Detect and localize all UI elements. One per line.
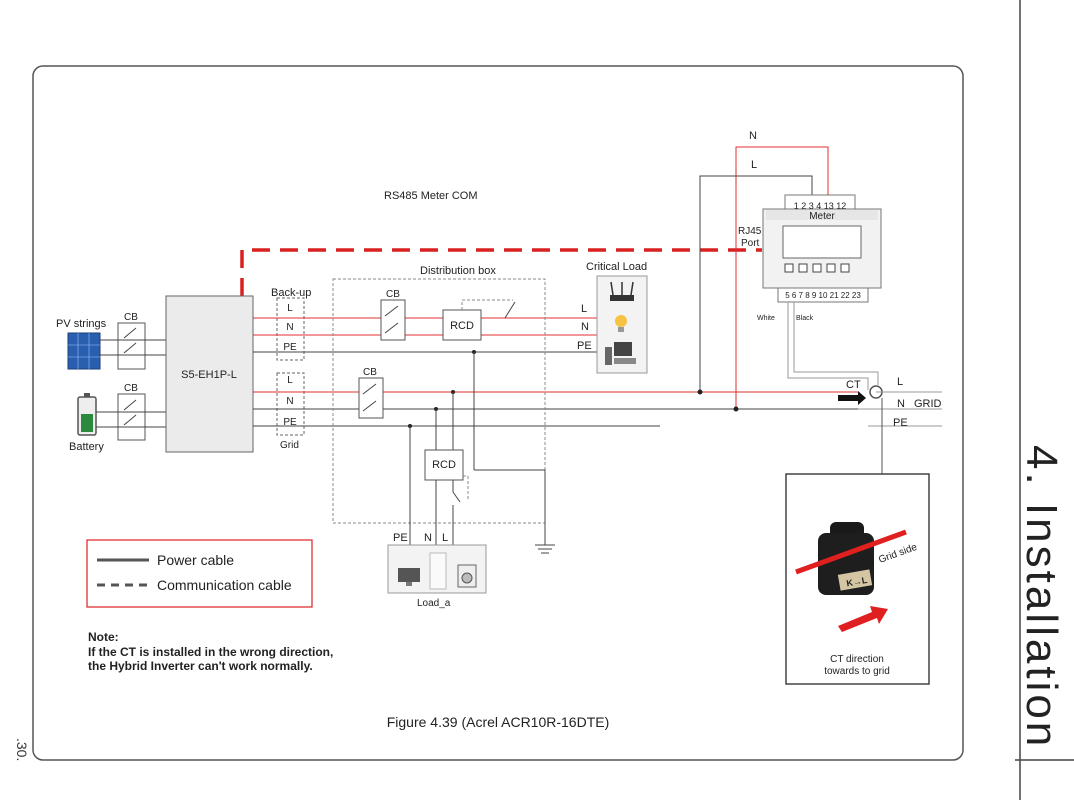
battery-icon (77, 393, 97, 436)
grid-cb-label: CB (363, 367, 377, 378)
load-a-n-label: N (424, 532, 432, 544)
ct-marker-label: K→L (846, 575, 869, 589)
load-a-pe-label: PE (393, 532, 408, 544)
meter-l-wire (699, 175, 813, 392)
grid-port-l-label: L (287, 375, 293, 386)
load-a-l-label: L (442, 532, 448, 544)
pv-cb-label: CB (124, 312, 138, 323)
direction-arrow-icon (838, 606, 888, 632)
fridge-icon (429, 552, 447, 590)
grid-n-label: N (897, 398, 905, 410)
ct-white-wire (787, 302, 869, 390)
meter-top-terminals: 1 2 3 4 13 12 (794, 201, 847, 211)
section-title: 4. Installation (1000, 445, 1074, 765)
backup-pe-label: PE (283, 342, 297, 353)
router-icon (610, 281, 634, 301)
page-number-text: .30. (14, 738, 30, 762)
note-title: Note: (88, 630, 119, 644)
ct-black-wire (793, 302, 879, 385)
meter-bottom-terminal-block (777, 287, 869, 303)
figure-caption: Figure 4.39 (Acrel ACR10R-16DTE) (387, 714, 610, 730)
backup-label: Back-up (271, 287, 311, 299)
diagram-frame (32, 65, 964, 761)
grid-label: GRID (914, 398, 942, 410)
backup-l-label: L (287, 303, 293, 314)
ct-direction-label: CT direction (830, 654, 884, 665)
pv-cb-box (117, 322, 146, 370)
legend-power-label: Power cable (157, 552, 234, 568)
page-number: .30. (8, 738, 38, 778)
section-title-text: 4. Installation (1017, 445, 1066, 750)
grid-pe-label: PE (893, 417, 908, 429)
grid-l-label: L (897, 376, 903, 388)
light-bulb-icon (615, 315, 627, 332)
meter-label: Meter (809, 211, 835, 222)
load-rcd-box (424, 449, 464, 481)
critical-pe-label: PE (577, 340, 592, 352)
meter-buttons (784, 263, 850, 273)
ground-wire (474, 469, 546, 545)
computer-icon (605, 342, 636, 365)
rs485-label: RS485 Meter COM (384, 190, 478, 202)
white-wire-label: White (757, 315, 775, 322)
grid-port-label: Grid (280, 440, 299, 451)
note-line-2: the Hybrid Inverter can't work normally. (88, 659, 313, 673)
critical-n-label: N (581, 321, 589, 333)
note-line-1: If the CT is installed in the wrong dire… (88, 645, 333, 659)
meter-l-label: L (751, 159, 757, 171)
pv-panel-icon (67, 332, 101, 370)
load-a-label: Load_a (417, 598, 451, 609)
distribution-box (332, 278, 546, 524)
legend-comm-label: Communication cable (157, 577, 292, 593)
backup-port-box (276, 297, 305, 361)
meter-n-label: N (749, 130, 757, 142)
grid-cb-box (358, 377, 384, 419)
distribution-box-label: Distribution box (420, 265, 496, 277)
meter-bottom-terminals: 5 6 7 8 9 10 21 22 23 (785, 291, 861, 300)
rj45-label: RJ45 (738, 226, 762, 237)
inverter-label: S5-EH1P-L (181, 369, 237, 381)
grid-port-n-label: N (286, 396, 293, 407)
critical-load-label: Critical Load (586, 261, 647, 273)
backup-cb-box (380, 299, 406, 341)
tv-icon (398, 568, 420, 586)
ct-arrow-icon (838, 391, 866, 405)
battery-label: Battery (69, 441, 104, 453)
rj45-port-label: Port (741, 238, 760, 249)
meter-display (782, 225, 862, 259)
ct-label: CT (846, 379, 861, 391)
battery-cb-label: CB (124, 383, 138, 394)
backup-n-label: N (286, 322, 293, 333)
meter-n-wire (735, 146, 829, 409)
backup-rcd-label: RCD (450, 320, 474, 332)
inverter-box (165, 295, 254, 453)
load-rcd-label: RCD (432, 459, 456, 471)
backup-rcd-box (442, 309, 482, 341)
grid-port-box (276, 372, 305, 436)
backup-cb-label: CB (386, 289, 400, 300)
grid-port-pe-label: PE (283, 417, 297, 428)
pv-strings-label: PV strings (56, 318, 107, 330)
ct-direction-label-2: towards to grid (824, 666, 890, 677)
communication-cable (240, 248, 762, 296)
washing-machine-icon (457, 564, 477, 588)
legend-box (86, 539, 313, 608)
meter-top-terminal-block (784, 194, 856, 210)
ct-cable-icon (795, 529, 907, 575)
black-wire-label: Black (796, 315, 814, 322)
critical-l-label: L (581, 303, 587, 315)
battery-cb-box (117, 393, 146, 441)
